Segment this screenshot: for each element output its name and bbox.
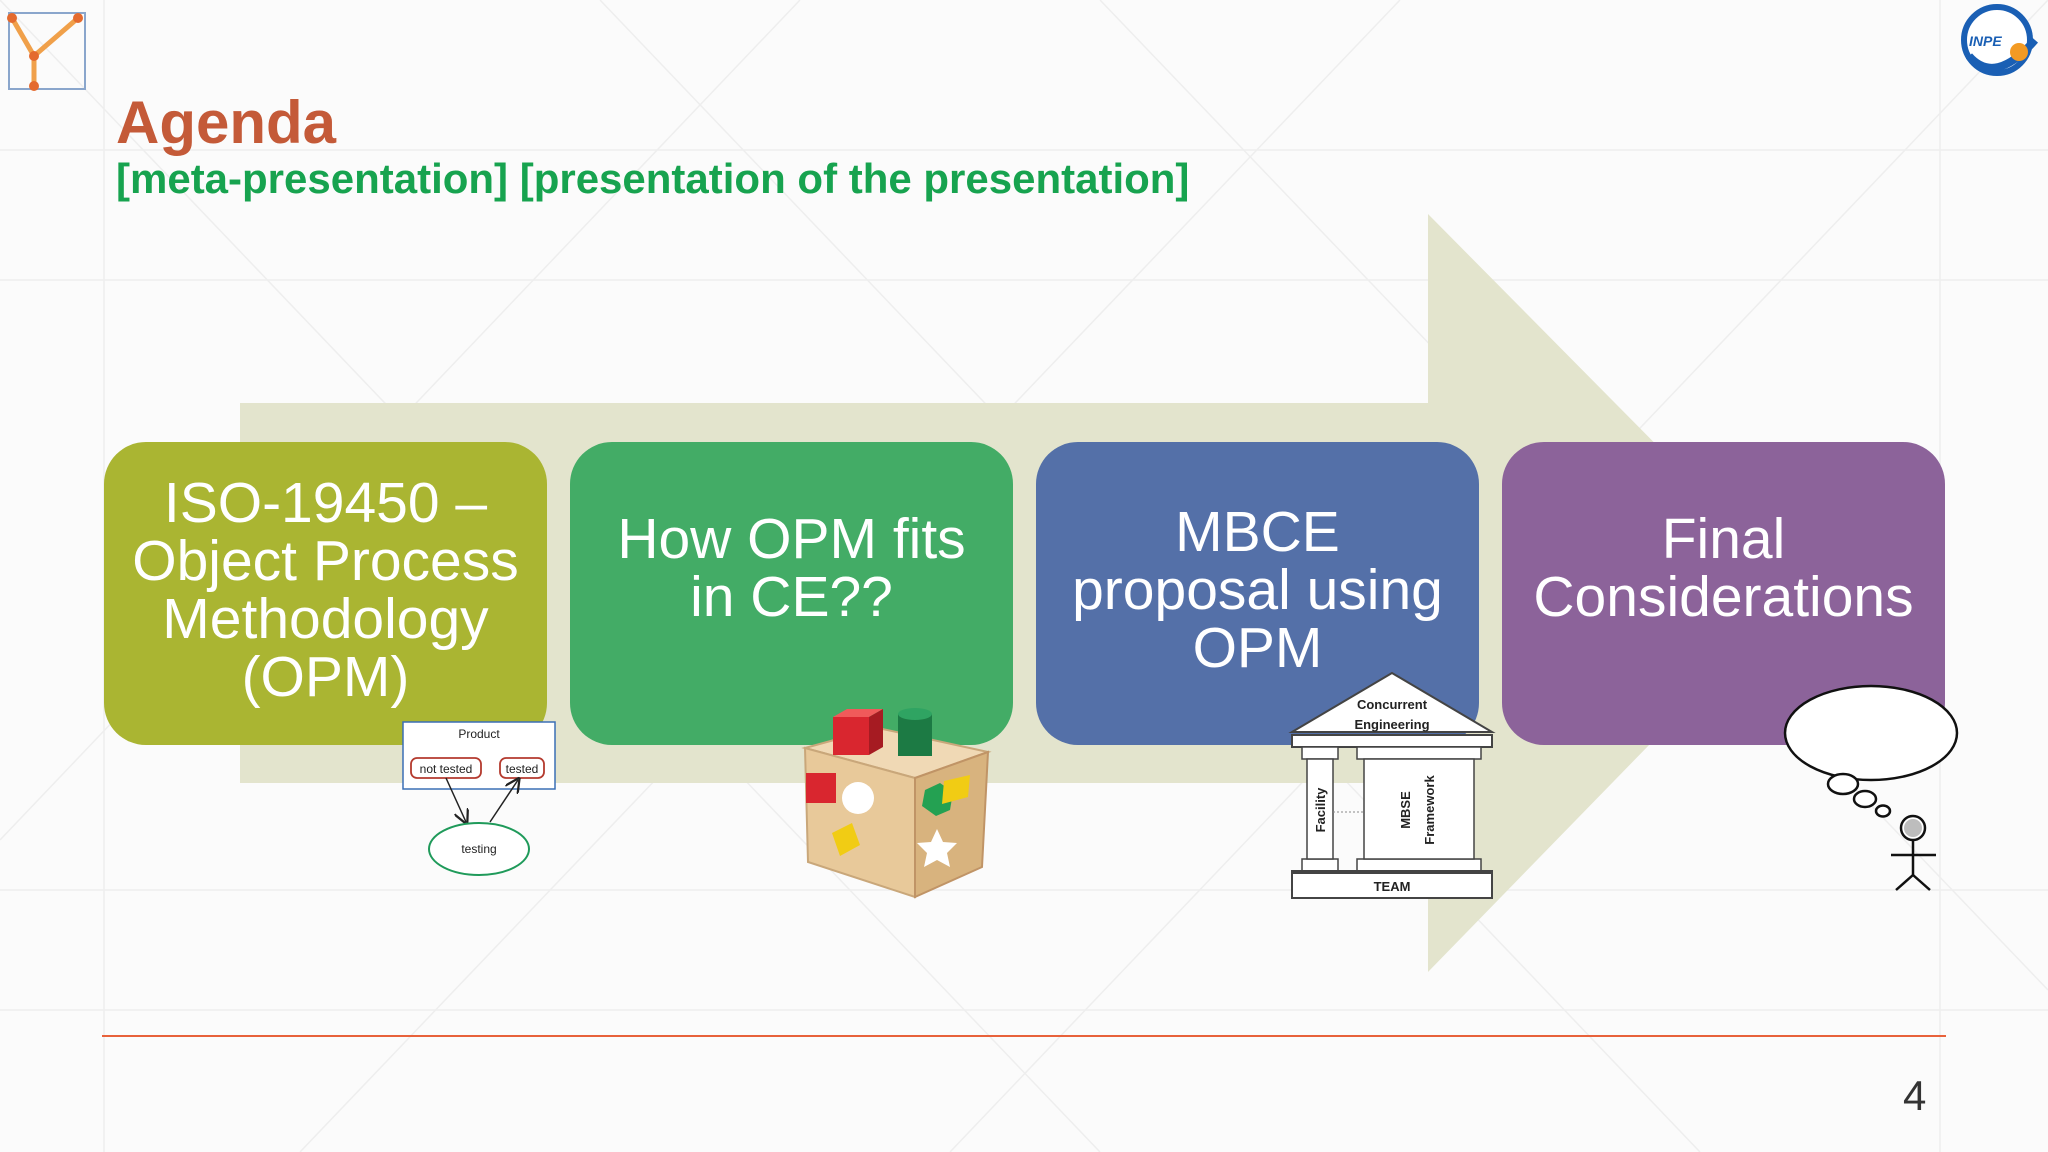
temple-pillar-framework: Framework [1422, 775, 1437, 845]
thinking-person-icon [1783, 684, 1959, 891]
y-logo-icon [7, 12, 86, 91]
opm-state-tested: tested [506, 762, 539, 776]
temple-pillar-facility: Facility [1313, 787, 1328, 833]
page-number: 4 [1903, 1072, 1927, 1119]
footer-divider [102, 1035, 1946, 1037]
agenda-step-label: MBCE proposal using OPM [1072, 499, 1443, 680]
agenda-step-label: Final Considerations [1533, 506, 1914, 629]
temple-pillar-mbse: MBSE [1398, 791, 1413, 829]
agenda-step-opm-in-ce: How OPM fits in CE?? [570, 442, 1013, 745]
temple-base-team: TEAM [1374, 879, 1411, 894]
opm-process-label: testing [461, 842, 496, 856]
temple-roof-line-1: Concurrent [1357, 697, 1428, 712]
temple-roof-line-2: Engineering [1354, 717, 1429, 732]
inpe-logo-icon: INPE [1961, 4, 2039, 76]
ce-temple-diagram: Concurrent Engineering Facility MBSE Fra… [1288, 671, 1496, 899]
opm-state-not-tested: not tested [420, 762, 473, 776]
slide-title: Agenda [116, 89, 337, 156]
agenda-step-label: How OPM fits in CE?? [617, 506, 966, 629]
opm-diagram: Product not tested tested testing [402, 721, 556, 876]
shape-sorter-toy-icon [801, 708, 992, 899]
inpe-logo-text: INPE [1969, 33, 2002, 49]
opm-object-label: Product [458, 727, 500, 741]
agenda-step-label: ISO-19450 – Object Process Methodology (… [132, 470, 519, 709]
agenda-step-iso-19450: ISO-19450 – Object Process Methodology (… [104, 442, 547, 745]
slide-subtitle: [meta-presentation] [presentation of the… [116, 155, 1190, 202]
